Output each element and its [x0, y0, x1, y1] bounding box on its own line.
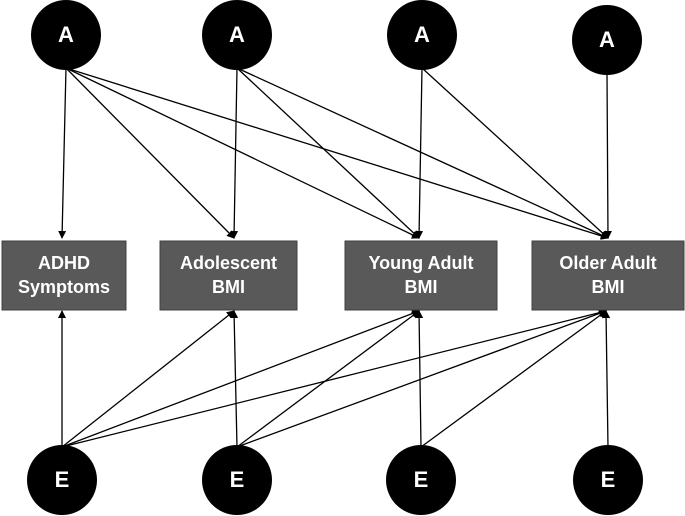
latent-e-circle-4 — [573, 445, 643, 515]
observed-box-adhd — [1, 240, 127, 311]
path-arrow-a1-to-older — [65, 67, 609, 240]
observed-box-adolescent — [159, 240, 298, 311]
path-arrow-e3-to-young — [415, 310, 424, 448]
path-arrow-e1-to-young — [61, 309, 420, 448]
latent-a-circle-4 — [572, 5, 642, 75]
path-arrow-e2-to-adolescent — [230, 310, 239, 448]
path-arrow-a3-to-older — [421, 67, 609, 239]
path-arrow-e1-to-adolescent — [61, 310, 235, 448]
latent-a-circle-2 — [202, 0, 272, 70]
latent-e-circle-2 — [202, 445, 272, 515]
latent-a-circle-1 — [31, 0, 101, 70]
path-arrow-a2-to-adolescent — [230, 67, 239, 239]
path-arrow-e2-to-young — [236, 310, 420, 448]
observed-box-young — [344, 240, 498, 311]
path-arrow-a2-to-older — [236, 67, 609, 239]
path-arrow-e4-to-older — [602, 310, 611, 448]
path-arrow-e1-to-older — [61, 308, 607, 448]
path-arrow-e3-to-older — [420, 310, 607, 448]
latent-e-circle-3 — [386, 445, 456, 515]
path-arrow-a3-to-young — [415, 67, 424, 239]
path-arrow-a1-to-adolescent — [65, 67, 235, 239]
path-arrow-a1-to-adhd — [58, 67, 67, 239]
latent-a-circle-3 — [387, 0, 457, 70]
path-arrow-a1-to-young — [65, 67, 420, 239]
path-arrow-e2-to-older — [236, 309, 607, 448]
path-arrows — [58, 67, 612, 448]
latent-e-circle-1 — [27, 445, 97, 515]
path-arrow-a2-to-young — [236, 67, 420, 239]
observed-box-older — [531, 240, 685, 311]
path-arrow-a4-to-older — [603, 72, 612, 239]
